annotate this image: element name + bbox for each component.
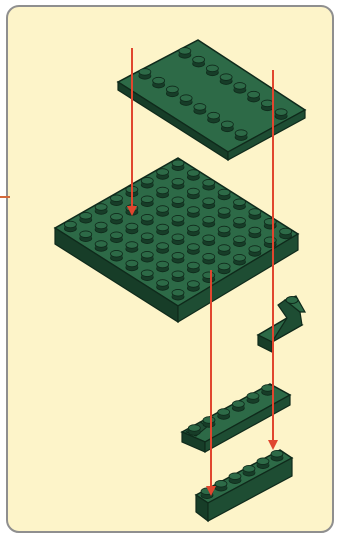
stud	[218, 245, 230, 256]
stud	[257, 458, 269, 469]
stud	[229, 473, 241, 484]
stud	[218, 263, 230, 274]
stud	[234, 254, 246, 265]
stud	[218, 189, 230, 200]
stud	[220, 74, 232, 85]
stud	[153, 77, 165, 88]
stud	[126, 223, 138, 234]
stud	[139, 69, 151, 80]
stud	[111, 232, 123, 243]
stud	[208, 112, 220, 123]
stud	[172, 178, 184, 189]
stud	[194, 104, 206, 115]
stud	[280, 228, 292, 239]
stud	[95, 241, 107, 252]
stud	[111, 195, 123, 206]
stud	[126, 242, 138, 253]
stud	[80, 212, 92, 223]
stud	[157, 243, 169, 254]
stud	[95, 204, 107, 215]
stud	[234, 199, 246, 210]
stud	[141, 251, 153, 262]
stud	[187, 225, 199, 236]
stud	[157, 169, 169, 180]
stud	[203, 272, 215, 283]
stud	[172, 215, 184, 226]
stud	[249, 227, 261, 238]
stud	[187, 281, 199, 292]
stud	[203, 417, 215, 428]
stud	[218, 409, 230, 420]
stud	[206, 65, 218, 76]
stud	[180, 95, 192, 106]
stud	[172, 160, 184, 171]
stud	[203, 216, 215, 227]
stud	[275, 109, 287, 120]
stud	[187, 170, 199, 181]
stud	[172, 197, 184, 208]
stud	[141, 270, 153, 281]
stud	[262, 385, 274, 396]
stud	[234, 83, 246, 94]
stud	[141, 233, 153, 244]
stud	[166, 86, 178, 97]
stud	[235, 130, 247, 141]
stud	[203, 253, 215, 264]
stud	[111, 250, 123, 261]
stud	[64, 221, 76, 232]
stud	[141, 177, 153, 188]
stud	[188, 425, 200, 436]
stud	[248, 91, 260, 102]
stud	[243, 465, 255, 476]
stud	[172, 234, 184, 245]
stud	[187, 207, 199, 218]
stud	[172, 252, 184, 263]
stud	[157, 206, 169, 217]
stud	[215, 480, 227, 491]
stud	[95, 222, 107, 233]
stud	[203, 198, 215, 209]
stud	[203, 179, 215, 190]
stud	[264, 218, 276, 229]
stud	[141, 214, 153, 225]
stud	[203, 235, 215, 246]
stud	[264, 237, 276, 248]
stud	[271, 450, 283, 461]
stud	[234, 217, 246, 228]
stud	[172, 271, 184, 282]
stud	[249, 246, 261, 257]
stud	[80, 231, 92, 242]
stud	[126, 260, 138, 271]
stud	[141, 196, 153, 207]
stud	[218, 208, 230, 219]
stud	[286, 297, 298, 304]
stud	[221, 121, 233, 132]
stud	[111, 213, 123, 224]
stud	[232, 401, 244, 412]
stud	[157, 187, 169, 198]
stud	[187, 188, 199, 199]
stud	[157, 261, 169, 272]
stud	[157, 224, 169, 235]
stud	[187, 244, 199, 255]
stud	[157, 280, 169, 291]
stud	[218, 226, 230, 237]
stud	[179, 48, 191, 59]
stud	[261, 100, 273, 111]
stud	[193, 56, 205, 67]
stud	[249, 209, 261, 220]
stud	[172, 289, 184, 300]
stud	[234, 236, 246, 247]
stud	[187, 262, 199, 273]
stud	[247, 393, 259, 404]
